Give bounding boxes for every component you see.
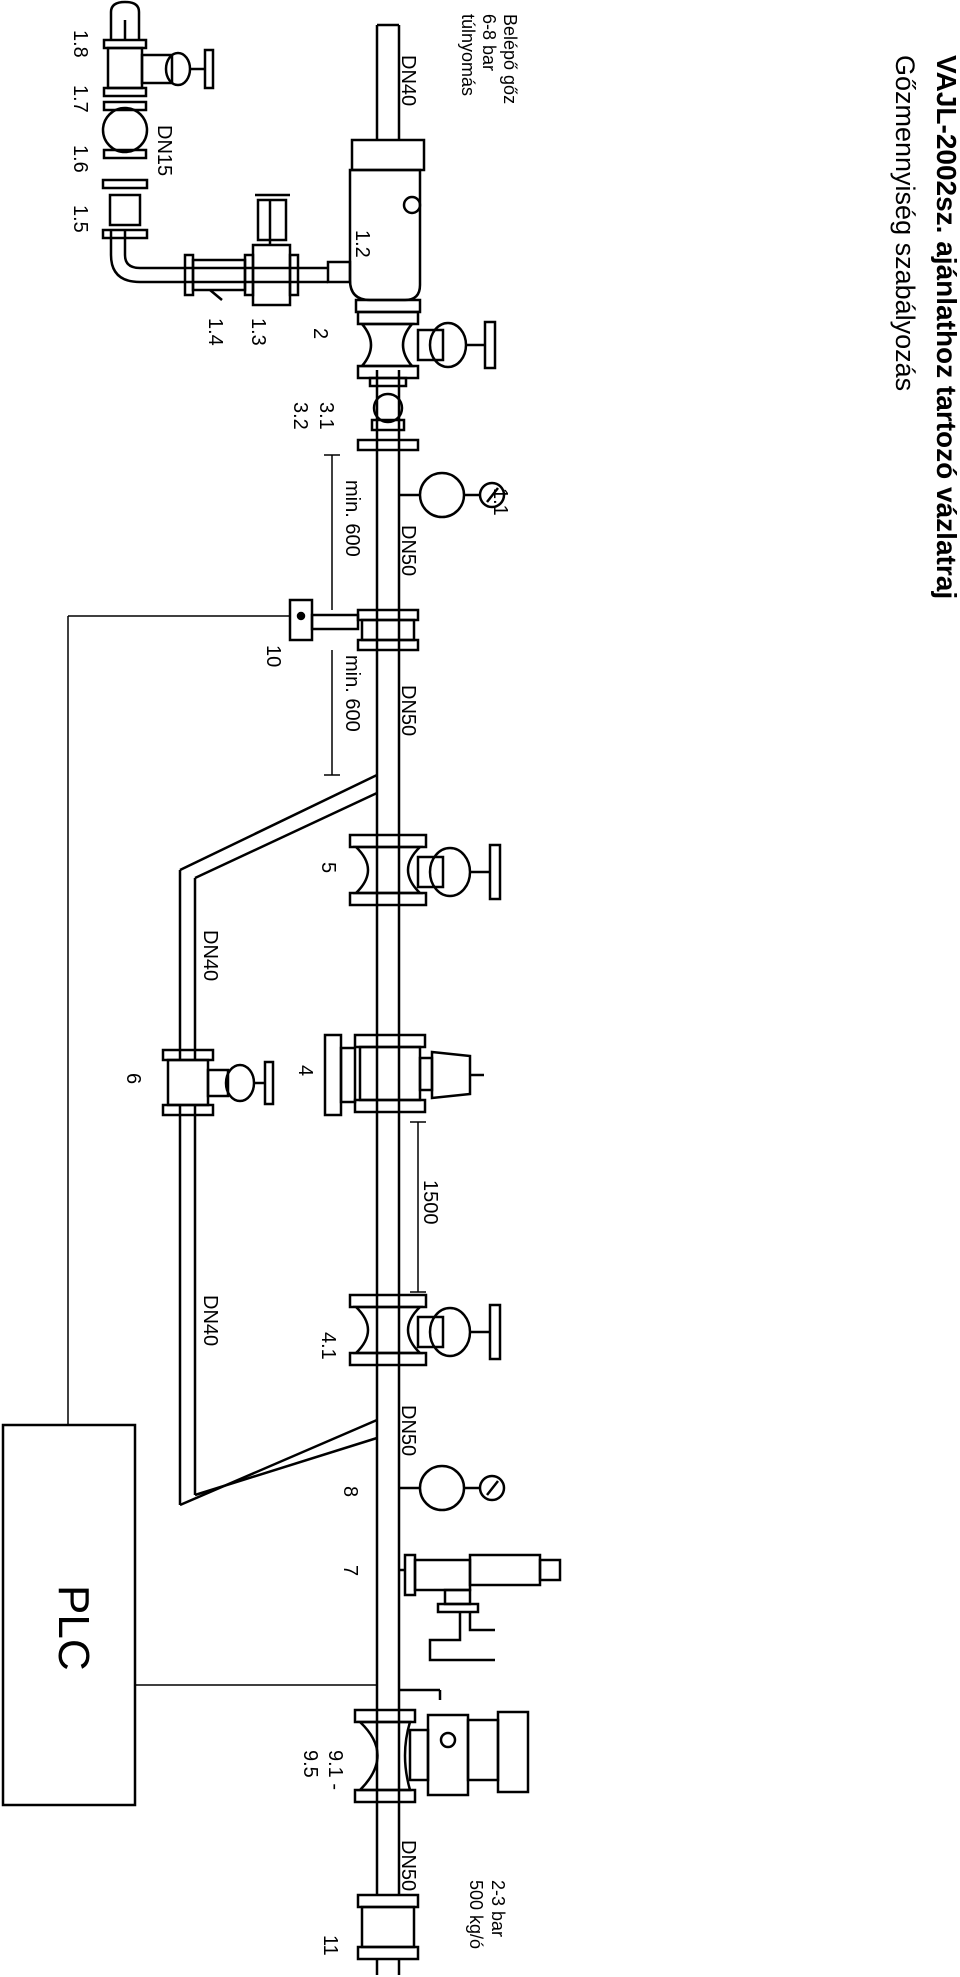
item-1-5: 1.5: [69, 205, 91, 233]
dn50-label-b: DN50: [397, 685, 419, 737]
dim-min600-b: min. 600: [341, 655, 363, 732]
item-6: 6: [122, 1073, 144, 1085]
item-2: 2: [309, 328, 331, 340]
item-7: 7: [339, 1565, 361, 1577]
pressure-reducing-valve-4: [323, 1033, 484, 1117]
item-1-1: 1.1: [489, 488, 511, 516]
control-valve-9: [353, 1688, 530, 1804]
dn40-label: DN40: [397, 55, 419, 107]
main-line: [375, 23, 401, 1895]
bypass-loop: [178, 773, 378, 1507]
valve-4-1: [348, 1293, 502, 1367]
item-10: 10: [262, 645, 284, 668]
diagram-title: VAJL-2002sz. ajánlathoz tartozó vázlatra…: [931, 55, 960, 600]
outlet-line2: 500 kg/ó: [466, 1880, 486, 1950]
dn40-bypass-a: DN40: [199, 930, 221, 982]
safety-valve-7: [399, 1553, 562, 1662]
plc-wiring: [67, 615, 377, 1686]
outlet-valve-11: [356, 1893, 420, 1975]
inlet-line1: Belépő gőz: [500, 14, 520, 105]
valve-6: [161, 1048, 275, 1117]
item-1-8: 1.8: [69, 30, 91, 58]
item-5: 5: [317, 862, 339, 874]
item-3-1: 3.1: [315, 402, 337, 430]
plc-box: [1, 1423, 137, 1807]
dn40-bypass-b: DN40: [199, 1295, 221, 1347]
inlet-line3: túlnyomás: [458, 14, 478, 97]
item-1-2: 1.2: [351, 230, 373, 258]
item-9-5: 9.5: [299, 1750, 321, 1778]
item-3-2: 3.2: [289, 402, 311, 430]
item-4: 4: [294, 1065, 316, 1077]
outlet-line1: 2-3 bar: [488, 1880, 508, 1938]
item-4-1: 4.1: [317, 1332, 339, 1360]
item-9-1: 9.1 -: [324, 1750, 346, 1791]
item-1-6: 1.6: [69, 145, 91, 173]
fitting-3: [356, 376, 420, 452]
item-1-4: 1.4: [204, 318, 226, 346]
inlet-line2: 6-8 bar: [479, 14, 499, 72]
pressure-gauge-1-1: [399, 471, 506, 519]
valve-2: [356, 310, 497, 380]
diagram-subtitle: Gőzmennyiség szabályozás: [890, 55, 920, 392]
dn15-label: DN15: [153, 125, 175, 177]
item-1-7: 1.7: [69, 85, 91, 113]
dim-1500: 1500: [419, 1180, 441, 1225]
item-1-3: 1.3: [247, 318, 269, 346]
item-8: 8: [339, 1486, 361, 1498]
condensate-branch: [101, 0, 328, 307]
plc-label: PLC: [49, 1585, 98, 1671]
flowmeter-10: [288, 598, 420, 652]
pressure-gauge-8: [399, 1464, 506, 1512]
dn50-label-d: DN50: [397, 1840, 419, 1892]
dn50-label-a: DN50: [397, 525, 419, 577]
dim-min600-a: min. 600: [341, 480, 363, 557]
dn50-label-c: DN50: [397, 1405, 419, 1457]
separator-1-2: [326, 138, 426, 314]
valve-5: [348, 833, 502, 907]
dimension-min-600: [324, 454, 340, 776]
item-11: 11: [319, 1935, 341, 1956]
dimension-1500: [410, 1121, 426, 1293]
